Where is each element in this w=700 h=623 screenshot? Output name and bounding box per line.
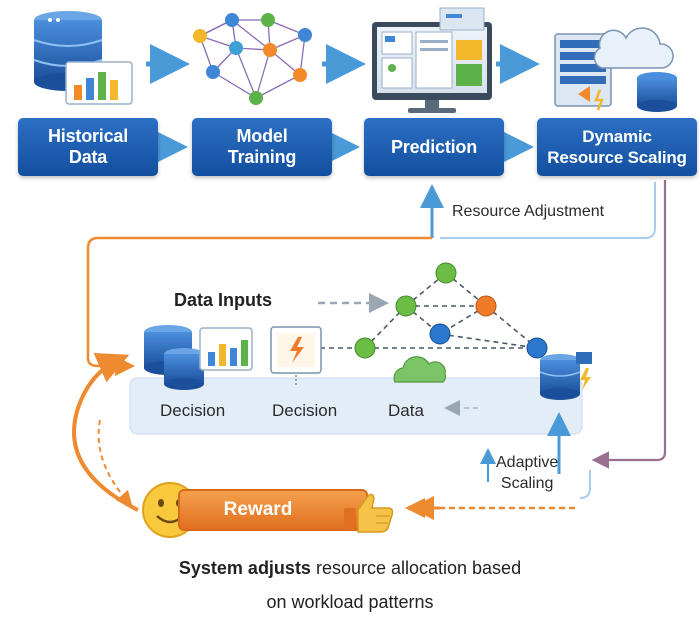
decision-label-1: Decision [160,401,226,420]
purple-feedback-line [591,180,667,469]
caption-rest: resource allocation based [310,558,522,578]
alert-monitor-icon [270,326,322,386]
stage-model-training: Model Training [192,118,332,176]
loop-panel [129,377,583,435]
stage-prediction: Prediction [364,118,504,176]
data-label: Data [388,401,424,420]
graph-nodes [354,262,548,359]
resource-adjustment-label: Resource Adjustment [452,203,605,220]
data-inputs-label: Data Inputs [174,290,273,310]
monitor-dashboard-icon [372,7,492,113]
scaling-bracket [579,470,591,499]
reward-label: Reward [223,499,293,520]
adaptive-scaling-label: Adaptive Scaling [496,454,559,492]
thumbs-up-icon [344,493,394,533]
decision-label-2: Decision [272,401,338,420]
stage-dynamic-resource-scaling: Dynamic Resource Scaling [537,118,697,176]
decision-graph [320,272,538,349]
reward-dashed-curve [97,419,133,507]
scaling-database-icon [539,352,592,400]
server-cloud-icon [554,27,677,112]
reward-badge: Reward [178,489,368,531]
stage-historical-data: Historical Data [18,118,158,176]
caption-line-1: System adjusts resource allocation based [0,558,700,579]
caption-bold: System adjusts [178,558,311,578]
database-chart-icon [33,11,133,105]
neural-network-icon [193,13,312,105]
cloud-icon [393,356,446,383]
caption-line-2: on workload patterns [266,592,434,612]
scaling-feedback-line [440,182,656,239]
curve-arrowhead [110,357,122,366]
reward-feedback-curve [72,352,139,512]
decision-database-icon [144,325,253,390]
